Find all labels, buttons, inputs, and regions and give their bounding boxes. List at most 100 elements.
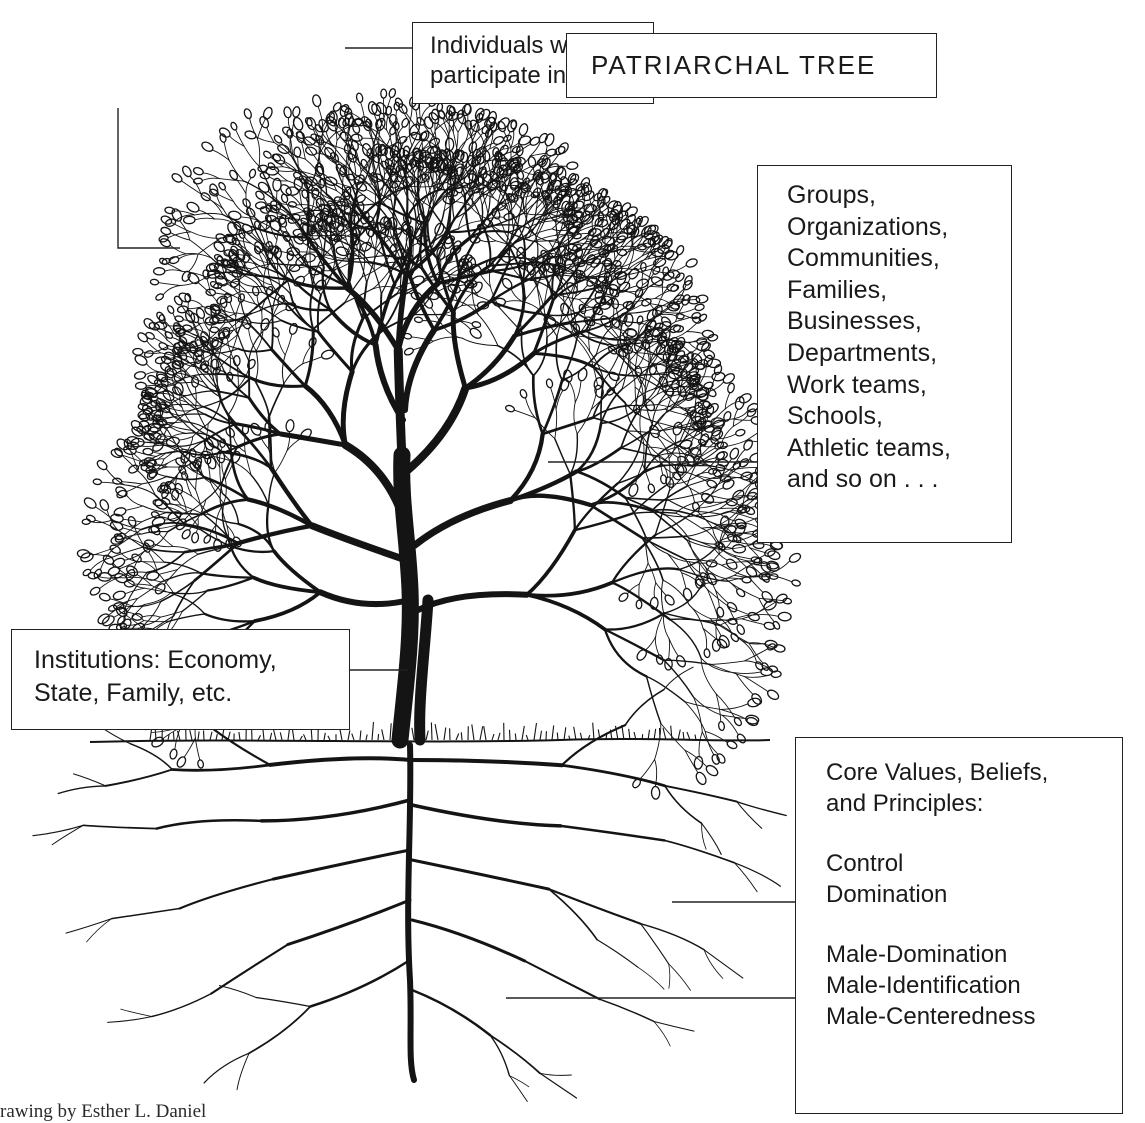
leaf — [170, 207, 183, 222]
leaf — [704, 649, 711, 658]
root — [665, 786, 737, 802]
grass-blade — [526, 735, 528, 740]
grass-blade — [216, 734, 217, 740]
branch — [689, 605, 710, 619]
grass-blade — [564, 727, 566, 740]
grass-blade — [174, 732, 175, 740]
branch — [408, 388, 465, 470]
branch — [490, 176, 491, 198]
leaf — [496, 120, 506, 132]
branch — [753, 615, 778, 617]
core-value-male-domination: Male-Domination — [826, 939, 1122, 970]
branch — [643, 464, 650, 484]
root — [702, 823, 722, 854]
branch — [198, 238, 220, 254]
root — [562, 765, 665, 786]
leaf — [151, 516, 166, 528]
leaf — [669, 370, 682, 378]
grass-blade — [228, 732, 230, 740]
branch — [219, 335, 237, 349]
grass-blade — [348, 730, 350, 740]
leaf — [218, 181, 227, 191]
root — [33, 825, 83, 835]
leaf — [721, 478, 735, 491]
leaf — [133, 348, 143, 355]
leaf — [354, 118, 365, 127]
branch — [687, 320, 700, 331]
grass-blade — [360, 731, 361, 741]
root — [211, 727, 270, 765]
trunk — [420, 600, 428, 740]
branch — [246, 178, 251, 194]
branch — [705, 731, 714, 754]
leaf — [132, 614, 142, 621]
leaf — [82, 568, 92, 577]
branch — [663, 580, 689, 605]
core-value-male-identification: Male-Identification — [826, 970, 1122, 1001]
root — [58, 786, 105, 794]
leaf — [698, 313, 708, 323]
leaf — [647, 483, 655, 493]
branch — [208, 578, 254, 591]
root — [509, 1076, 527, 1102]
branch — [356, 150, 361, 172]
grass-blade — [352, 734, 354, 740]
leaf — [663, 593, 676, 606]
root — [412, 990, 490, 1035]
grass-blade — [435, 724, 438, 740]
leader-individuals-side — [118, 108, 180, 248]
leaf — [203, 534, 212, 544]
branch — [146, 385, 162, 386]
branch — [677, 300, 697, 302]
branch — [418, 594, 527, 610]
branch — [253, 320, 281, 323]
branch — [302, 142, 306, 159]
leaf — [694, 771, 708, 786]
branch — [656, 583, 666, 596]
root — [704, 950, 743, 978]
leaf — [623, 329, 637, 340]
branch — [669, 638, 670, 658]
grass-blade — [574, 727, 576, 740]
grass-blade — [498, 733, 500, 740]
branch — [281, 434, 346, 445]
branch — [669, 638, 678, 656]
branch — [711, 665, 745, 677]
branch — [470, 205, 489, 219]
root — [665, 840, 735, 862]
branch — [245, 276, 262, 292]
root — [549, 889, 597, 940]
branch — [168, 408, 192, 411]
branch — [721, 704, 748, 710]
root — [131, 744, 173, 770]
grass-blade — [324, 733, 325, 740]
branch — [195, 387, 196, 407]
grass-blade — [671, 726, 672, 740]
grass-blade — [540, 731, 542, 740]
groups-line: Work teams, — [787, 370, 1011, 402]
branch — [145, 588, 171, 592]
root — [172, 765, 270, 770]
root — [549, 889, 641, 924]
branch — [244, 146, 259, 166]
branch — [605, 613, 664, 629]
root — [625, 690, 664, 726]
core-heading-line-2: and Principles: — [826, 788, 1122, 819]
tree-roots — [33, 667, 786, 1101]
grass-blade — [534, 723, 537, 740]
groups-line: Families, — [787, 275, 1011, 307]
leaf — [113, 507, 126, 517]
branch — [159, 283, 181, 286]
branch — [224, 479, 227, 503]
root — [152, 994, 211, 1017]
branch — [160, 611, 182, 617]
branch — [664, 584, 702, 613]
branch — [604, 352, 620, 381]
branch — [122, 482, 142, 484]
leaf — [181, 528, 192, 540]
branch — [195, 218, 215, 220]
branch — [605, 630, 647, 677]
grass-blade — [642, 734, 643, 740]
leaf — [249, 169, 257, 179]
branch — [230, 136, 245, 146]
